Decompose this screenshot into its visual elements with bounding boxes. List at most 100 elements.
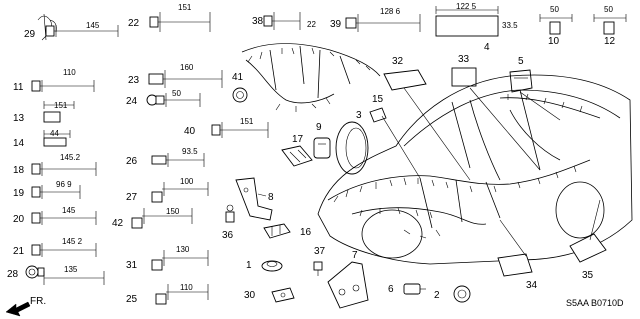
callout-15: 15 xyxy=(372,94,384,105)
callout-1: 1 xyxy=(246,260,252,271)
callout-18: 18 xyxy=(13,165,25,176)
part-32-pad xyxy=(383,69,427,91)
dimension-38: 22 xyxy=(307,20,316,29)
dimension-42: 150 xyxy=(166,207,180,216)
part-2-plug xyxy=(453,285,471,303)
callout-41: 41 xyxy=(232,72,244,83)
part-33-pad xyxy=(451,67,477,87)
part-12-clip xyxy=(593,14,627,35)
part-16-holder xyxy=(263,223,291,239)
callout-35: 35 xyxy=(582,270,594,281)
dimension-28: 135 xyxy=(64,265,78,274)
part-37-bolt xyxy=(313,261,323,276)
callout-5: 5 xyxy=(518,56,524,67)
callout-40: 40 xyxy=(184,126,196,137)
callout-39: 39 xyxy=(330,19,342,30)
part-27-clip xyxy=(151,182,209,203)
callout-27: 27 xyxy=(126,192,138,203)
part-26-clip xyxy=(151,153,205,167)
part-13-clip xyxy=(43,101,75,123)
part-10-clip xyxy=(539,14,573,35)
part-7-bracket xyxy=(327,261,369,309)
callout-16: 16 xyxy=(300,227,312,238)
part-20-clip xyxy=(31,211,97,225)
diagram-code: S5AA B0710D xyxy=(566,298,624,308)
part-40-clip xyxy=(211,122,269,138)
dimension-21: 145 2 xyxy=(62,237,83,246)
part-24-clip xyxy=(146,93,201,107)
callout-11: 11 xyxy=(13,82,24,93)
callout-2: 2 xyxy=(434,290,440,301)
part-18-clip xyxy=(31,162,97,176)
dimension-23: 160 xyxy=(180,63,194,72)
upper-wire-harness xyxy=(241,43,381,112)
front-direction-label: FR. xyxy=(30,296,46,307)
callout-leader-lines xyxy=(381,87,601,257)
callout-7: 7 xyxy=(352,250,358,261)
callout-20: 20 xyxy=(13,214,25,225)
dimension-4-width: 33.5 xyxy=(502,21,518,30)
callout-37: 37 xyxy=(314,246,326,257)
callout-14: 14 xyxy=(13,138,25,149)
dimension-40: 151 xyxy=(240,117,254,126)
callout-10: 10 xyxy=(548,36,560,47)
part-5-sensor-cover xyxy=(509,69,533,93)
dimension-4-length: 122 5 xyxy=(456,2,477,11)
part-6-connector xyxy=(403,283,426,295)
dimension-20: 145 xyxy=(62,206,76,215)
callout-29: 29 xyxy=(24,29,36,40)
part-11-clip xyxy=(31,80,95,92)
dimension-11: 110 xyxy=(63,68,76,77)
part-14-clip xyxy=(43,130,71,147)
part-36-clip xyxy=(225,204,235,223)
callout-21: 21 xyxy=(13,246,25,257)
part-28-clip xyxy=(25,265,105,285)
callout-22: 22 xyxy=(128,18,140,29)
dimension-31: 130 xyxy=(176,245,190,254)
part-1-grommet xyxy=(261,260,283,272)
part-15-clip xyxy=(369,107,387,123)
dimension-26: 93.5 xyxy=(182,147,198,156)
dimension-10: 50 xyxy=(550,5,559,14)
part-35-pad xyxy=(569,233,607,263)
part-23-clip xyxy=(148,70,223,88)
dimension-29: 145 xyxy=(86,21,100,30)
callout-23: 23 xyxy=(128,75,140,86)
dimension-13: 151 xyxy=(54,101,68,110)
callout-3: 3 xyxy=(356,110,362,121)
dimension-18: 145.2 xyxy=(60,153,81,162)
part-19-clip xyxy=(31,185,81,199)
part-29-band-clip xyxy=(37,13,119,41)
callout-31: 31 xyxy=(126,260,138,271)
part-22-clip xyxy=(149,12,211,32)
dimension-19: 96 9 xyxy=(56,180,72,189)
part-34-pad xyxy=(497,253,533,277)
callout-6: 6 xyxy=(388,284,394,295)
callout-25: 25 xyxy=(126,294,138,305)
callout-32: 32 xyxy=(392,56,404,67)
callout-8: 8 xyxy=(268,192,274,203)
part-25-clip xyxy=(155,284,209,305)
callout-9: 9 xyxy=(316,122,322,133)
dimension-39: 128 6 xyxy=(380,7,401,16)
vehicle-body-outline xyxy=(317,74,633,265)
part-3-cover xyxy=(335,121,369,175)
callout-28: 28 xyxy=(7,269,19,280)
callout-24: 24 xyxy=(126,96,138,107)
dimension-14: 44 xyxy=(50,129,59,138)
front-direction-arrow-icon xyxy=(5,301,31,317)
part-42-clip xyxy=(131,208,193,229)
part-39-clip xyxy=(345,14,421,32)
vehicle-wire-harness xyxy=(327,93,601,239)
callout-36: 36 xyxy=(222,230,234,241)
dimension-22: 151 xyxy=(178,3,192,12)
part-8-bracket xyxy=(235,177,273,221)
dimension-25: 110 xyxy=(180,283,193,292)
part-9-connector xyxy=(313,137,331,159)
part-38-clip xyxy=(263,12,301,30)
part-41-grommet xyxy=(232,87,248,103)
callout-12: 12 xyxy=(604,36,616,47)
callout-42: 42 xyxy=(112,218,124,229)
callout-38: 38 xyxy=(252,16,264,27)
callout-4: 4 xyxy=(484,42,490,53)
